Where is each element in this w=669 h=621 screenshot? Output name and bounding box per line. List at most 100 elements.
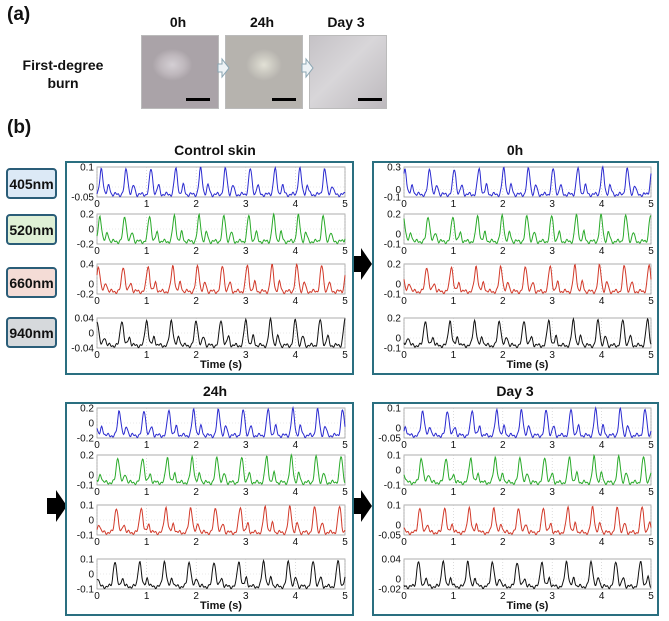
y-tick-label: 0.2	[80, 451, 94, 462]
x-tick-label: 2	[193, 537, 199, 548]
plot-frame	[403, 407, 652, 439]
x-tick-label: 4	[293, 246, 299, 257]
chart-title-24h: 24h	[202, 383, 228, 399]
x-tick-label: 0	[401, 591, 407, 602]
burn-type-line1: First-degree	[22, 57, 104, 73]
panel-arrow-icon	[352, 490, 372, 522]
x-tick-label: 2	[500, 246, 506, 257]
x-tick-label: 2	[193, 591, 199, 602]
x-tick-label: 3	[549, 246, 555, 257]
x-tick-label: 5	[648, 199, 654, 210]
y-tick-label: 0	[88, 280, 94, 291]
scale-bar	[358, 98, 382, 101]
x-tick-label: 1	[144, 350, 150, 361]
x-tick-label: 3	[549, 199, 555, 210]
x-tick-label: 0	[401, 487, 407, 498]
y-tick-label: 0	[88, 516, 94, 527]
timepoint-label-day3: Day 3	[327, 14, 365, 30]
x-tick-label: 5	[342, 199, 348, 210]
x-tick-label: 0	[401, 199, 407, 210]
x-tick-label: 2	[500, 199, 506, 210]
x-tick-label: 0	[401, 350, 407, 361]
y-tick-label: -0.1	[384, 344, 402, 355]
x-tick-label: 0	[94, 199, 100, 210]
x-tick-label: 2	[500, 537, 506, 548]
x-tick-label: 5	[342, 246, 348, 257]
y-tick-label: 0.2	[80, 404, 94, 415]
x-tick-label: 0	[401, 296, 407, 307]
x-axis-label: Time (s)	[507, 600, 549, 612]
x-tick-label: 4	[293, 296, 299, 307]
x-tick-label: 1	[451, 537, 457, 548]
x-tick-label: 1	[144, 199, 150, 210]
x-tick-label: 5	[648, 591, 654, 602]
series-line-660nm	[403, 505, 652, 536]
x-tick-label: 4	[293, 350, 299, 361]
x-tick-label: 1	[451, 487, 457, 498]
x-tick-label: 3	[549, 537, 555, 548]
y-tick-label: -0.1	[384, 481, 402, 492]
x-tick-label: 3	[549, 440, 555, 451]
x-tick-label: 1	[144, 246, 150, 257]
y-tick-label: 0	[88, 570, 94, 581]
y-tick-label: 0	[88, 183, 94, 194]
y-tick-label: -0.05	[378, 434, 401, 445]
x-tick-label: 0	[94, 440, 100, 451]
x-tick-label: 2	[193, 296, 199, 307]
series-line-405nm	[96, 165, 346, 198]
y-tick-label: 0.3	[387, 163, 401, 174]
chart-title-day3: Day 3	[496, 383, 534, 399]
y-tick-label: 0	[395, 230, 401, 241]
x-tick-label: 4	[293, 487, 299, 498]
x-tick-label: 2	[500, 591, 506, 602]
series-line-405nm	[403, 406, 652, 439]
wavelength-box-520: 520nm	[6, 214, 57, 245]
x-tick-label: 4	[293, 591, 299, 602]
y-tick-label: 0.2	[387, 260, 401, 271]
y-tick-label: -0.04	[71, 344, 94, 355]
x-tick-label: 1	[144, 591, 150, 602]
x-tick-label: 3	[243, 440, 249, 451]
x-tick-label: 4	[599, 199, 605, 210]
plot-frame	[96, 263, 346, 295]
panel-a-label: (a)	[7, 4, 31, 25]
x-tick-label: 2	[193, 199, 199, 210]
panel-b-label: (b)	[7, 117, 32, 138]
y-tick-label: 0	[88, 471, 94, 482]
x-tick-label: 0	[401, 537, 407, 548]
x-tick-label: 1	[144, 440, 150, 451]
x-tick-label: 1	[451, 440, 457, 451]
x-tick-label: 3	[243, 537, 249, 548]
panel-arrow-icon	[352, 248, 372, 280]
x-tick-label: 3	[243, 350, 249, 361]
x-tick-label: 3	[549, 296, 555, 307]
x-tick-label: 0	[94, 487, 100, 498]
series-line-405nm	[96, 405, 346, 439]
x-tick-label: 2	[193, 246, 199, 257]
x-tick-label: 5	[648, 350, 654, 361]
x-tick-label: 1	[144, 537, 150, 548]
scale-bar	[272, 98, 296, 101]
y-tick-label: -0.1	[384, 290, 402, 301]
plot-frame	[96, 317, 346, 349]
photo-arrow-icon	[301, 57, 314, 79]
x-tick-label: 5	[648, 537, 654, 548]
y-tick-label: 0.1	[387, 451, 401, 462]
x-tick-label: 2	[500, 350, 506, 361]
x-tick-label: 4	[599, 246, 605, 257]
x-tick-label: 3	[243, 487, 249, 498]
chart-title-control: Control skin	[174, 142, 256, 158]
x-tick-label: 5	[648, 296, 654, 307]
x-tick-label: 2	[500, 487, 506, 498]
y-tick-label: -0.2	[77, 434, 95, 445]
x-tick-label: 5	[342, 591, 348, 602]
y-tick-label: 0	[88, 225, 94, 236]
plot-frame	[96, 166, 346, 198]
x-tick-label: 4	[293, 199, 299, 210]
y-tick-label: 0.1	[80, 163, 94, 174]
x-tick-label: 4	[293, 537, 299, 548]
y-tick-label: -0.1	[77, 531, 95, 542]
y-tick-label: -0.1	[384, 240, 402, 251]
y-tick-label: 0.1	[387, 501, 401, 512]
x-tick-label: 3	[549, 591, 555, 602]
